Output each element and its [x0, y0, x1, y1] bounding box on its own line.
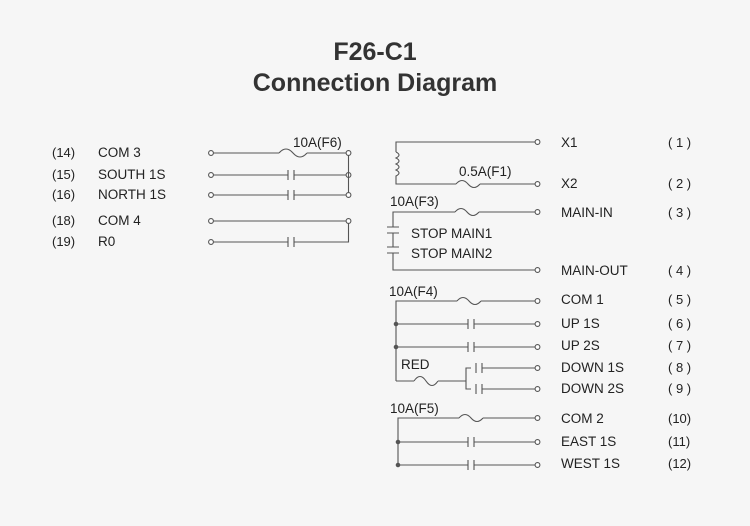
terminal-dot	[208, 192, 214, 198]
com3-wire	[208, 148, 352, 158]
terminal-dot	[534, 386, 541, 392]
right-terminal-number: ( 4 )	[668, 263, 691, 278]
terminal-dot	[534, 344, 541, 350]
terminal-dot	[534, 139, 541, 145]
right-terminal-label: MAIN-OUT	[561, 263, 628, 278]
diagram-title-caption: Connection Diagram	[253, 69, 497, 97]
terminal-dot	[208, 218, 214, 224]
fuse-f5-label: 10A(F5)	[390, 401, 439, 416]
fuse-f1-symbol	[455, 179, 481, 189]
diagram-title-model: F26-C1	[333, 38, 416, 66]
terminal-dot	[345, 218, 352, 224]
terminal-dot	[534, 415, 541, 421]
right-terminal-number: ( 1 )	[668, 135, 691, 150]
terminal-dot	[534, 181, 541, 187]
right-terminal-label: DOWN 1S	[561, 360, 624, 375]
right-terminal-number: (12)	[668, 456, 691, 471]
left-terminal-label: COM 4	[98, 213, 141, 228]
terminal-dot	[208, 239, 214, 245]
left-terminal-number: (18)	[52, 213, 75, 228]
transformer-coil-circuit: 0.5A(F1)	[394, 139, 541, 189]
left-terminal-number: (16)	[52, 187, 75, 202]
right-terminal-number: ( 2 )	[668, 176, 691, 191]
red-fuse-label: RED	[401, 357, 430, 372]
right-terminal-label: EAST 1S	[561, 434, 616, 449]
right-terminal-number: (10)	[668, 411, 691, 426]
terminal-dot	[534, 321, 541, 327]
left-terminal-number: (14)	[52, 145, 75, 160]
com4-wire	[208, 218, 352, 224]
left-terminal-label: COM 3	[98, 145, 141, 160]
terminal-dot	[345, 150, 352, 156]
right-terminal-label: MAIN-IN	[561, 205, 613, 220]
stop-main1-contact	[387, 226, 399, 247]
north1s-wire	[208, 190, 352, 200]
right-terminal-number: ( 9 )	[668, 381, 691, 396]
right-terminal-label: DOWN 2S	[561, 381, 624, 396]
main-stop-circuit: 10A(F3) STOP MAIN1 STOP MAIN2	[387, 194, 541, 273]
fuse-f6-label: 10A(F6)	[293, 135, 342, 150]
fuse-f6-symbol	[278, 148, 308, 158]
right-terminal-label: X1	[561, 135, 578, 150]
left-terminal-label: R0	[98, 234, 115, 249]
r0-wire	[208, 223, 350, 247]
right-terminal-number: (11)	[668, 434, 690, 449]
left-terminal-block: (14) COM 3 (15) SOUTH 1S (16) NORTH 1S (…	[52, 135, 352, 249]
terminal-dot	[534, 365, 541, 371]
terminal-dot	[534, 267, 541, 273]
right-terminal-label: COM 2	[561, 411, 604, 426]
right-terminal-block: X1 ( 1 ) X2 ( 2 ) MAIN-IN ( 3 ) MAIN-OUT…	[387, 135, 691, 471]
coil-symbol	[394, 151, 456, 185]
terminal-dot	[345, 192, 352, 198]
red-fuse-symbol	[413, 375, 439, 387]
fuse-f4-label: 10A(F4)	[389, 284, 438, 299]
fuse-f5-symbol	[458, 413, 484, 423]
terminal-dot	[534, 462, 541, 468]
right-terminal-label: COM 1	[561, 292, 604, 307]
right-terminal-number: ( 7 )	[668, 338, 691, 353]
terminal-dot	[534, 439, 541, 445]
fuse-f1-label: 0.5A(F1)	[459, 164, 512, 179]
right-terminal-number: ( 5 )	[668, 292, 691, 307]
terminal-dot	[208, 150, 214, 156]
right-terminal-number: ( 6 )	[668, 316, 691, 331]
stop-main2-label: STOP MAIN2	[411, 246, 492, 261]
terminal-dot	[208, 172, 214, 178]
left-terminal-number: (19)	[52, 234, 75, 249]
fuse-f3-label: 10A(F3)	[390, 194, 439, 209]
fuse-f3-symbol	[454, 207, 480, 217]
terminal-dot	[534, 298, 541, 304]
left-terminal-number: (15)	[52, 167, 75, 182]
com2-circuit: 10A(F5)	[390, 401, 541, 470]
right-terminal-number: ( 3 )	[668, 205, 691, 220]
fuse-f4-symbol	[456, 296, 482, 306]
terminal-dot	[534, 209, 541, 215]
right-terminal-number: ( 8 )	[668, 360, 691, 375]
stop-main1-label: STOP MAIN1	[411, 226, 492, 241]
right-terminal-label: X2	[561, 176, 578, 191]
stop-main2-contact	[387, 246, 535, 271]
right-terminal-label: UP 2S	[561, 338, 600, 353]
right-terminal-label: WEST 1S	[561, 456, 620, 471]
south1s-wire	[208, 170, 352, 180]
left-terminal-label: SOUTH 1S	[98, 167, 166, 182]
right-terminal-label: UP 1S	[561, 316, 600, 331]
left-terminal-label: NORTH 1S	[98, 187, 166, 202]
com1-circuit: 10A(F4) RED	[389, 284, 541, 394]
